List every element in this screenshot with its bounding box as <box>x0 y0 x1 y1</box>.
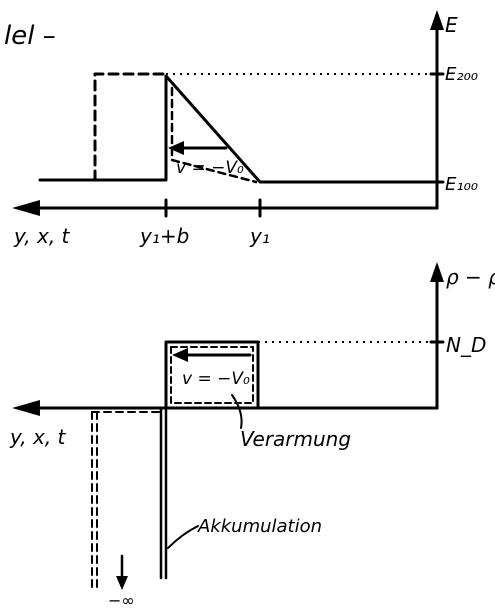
top-diagram: lel – E y, x, t y₁+b y₁ E₂₀₀ E₁₀₀ v = −V… <box>4 10 478 248</box>
e-axis-label: E <box>445 13 458 37</box>
e-axis-arrowhead <box>430 10 444 30</box>
top-x-axis-label: y, x, t <box>13 224 71 248</box>
bottom-x-axis-arrowhead <box>12 400 40 416</box>
depletion-box <box>164 340 260 410</box>
accumulation-leader-line <box>167 525 199 549</box>
energy-curve-dashed <box>93 72 168 182</box>
energy-curve-solid <box>38 74 439 184</box>
top-velocity-label: v = −V₀ <box>176 158 244 178</box>
level-low-label: E₁₀₀ <box>445 174 478 195</box>
rho-axis-arrowhead <box>430 262 444 282</box>
top-x-axis-arrowhead <box>12 200 40 216</box>
bottom-velocity-label: v = −V₀ <box>182 369 250 389</box>
bottom-diagram: ρ − ρ y, x, t N_D v = −V₀ −∞ Verarmung A… <box>9 262 495 610</box>
depletion-label: Verarmung <box>240 427 351 451</box>
depletion-box-dashed <box>170 346 254 404</box>
corner-text: lel – <box>4 21 56 51</box>
bottom-x-axis-label: y, x, t <box>9 425 67 449</box>
top-velocity-arrowhead <box>168 141 184 155</box>
tick-y1-label: y₁ <box>249 224 270 248</box>
nd-label: N_D <box>446 333 486 357</box>
energy-curve-dashed-inner <box>170 86 258 184</box>
minus-infinity-label: −∞ <box>108 591 135 608</box>
level-high-label: E₂₀₀ <box>445 64 478 85</box>
tick-y1b-label: y₁+b <box>139 224 189 248</box>
bottom-velocity-arrowhead <box>172 348 188 362</box>
accumulation-label: Akkumulation <box>197 516 322 537</box>
rho-axis-label: ρ − ρ <box>446 265 495 289</box>
minus-infinity-arrowhead <box>116 576 128 590</box>
depletion-leader-line <box>231 394 243 429</box>
